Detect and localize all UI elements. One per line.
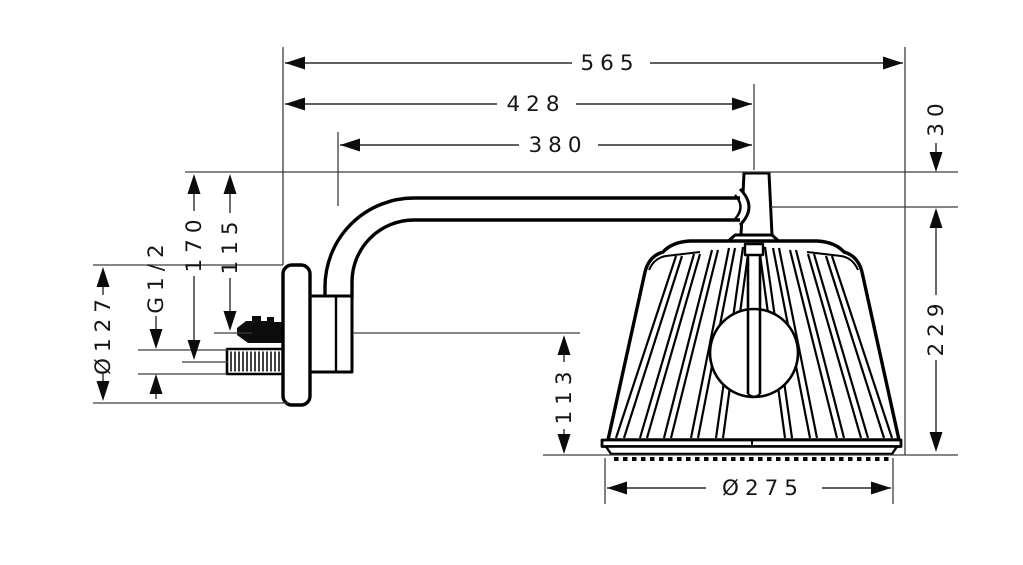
shower-arm-pipe	[323, 196, 740, 298]
dim-label-head-drop: 229	[924, 297, 949, 356]
supply-pipe-thread	[225, 347, 285, 376]
dim-label-escutcheon-diameter: Ø127	[91, 293, 116, 375]
dim-label-arm-length: 380	[528, 133, 587, 158]
mounting-block	[308, 294, 354, 374]
dim-label-wall-upper: 115	[218, 215, 243, 274]
bulb	[708, 307, 800, 399]
dim-label-thread: G1/2	[144, 238, 169, 313]
dim-head-rise-30: 30	[924, 97, 949, 172]
dim-head-diameter-275: Ø275	[607, 476, 891, 501]
shower-assembly	[225, 171, 903, 461]
dim-arm-length-380: 380	[340, 133, 752, 158]
dim-below-plate-113: 113	[552, 335, 577, 454]
wall-escutcheon	[281, 263, 312, 407]
cage-rim-detail	[648, 251, 859, 271]
dim-escutcheon-diameter-127: Ø127	[91, 267, 116, 401]
dim-label-head-diameter: Ø275	[722, 476, 804, 501]
dim-to-head-axis-428: 428	[285, 92, 752, 117]
dim-overall-565: 565	[285, 51, 903, 76]
shutoff-handle	[237, 316, 289, 343]
dim-label-wall-lower: 170	[182, 213, 207, 272]
dimensions: 565 428 380 30 229	[91, 51, 949, 501]
spray-plate	[600, 438, 903, 461]
dim-wall-upper-115: 115	[218, 174, 243, 331]
connector-joint-detail	[734, 187, 751, 227]
dim-head-drop-229: 229	[924, 208, 949, 452]
dim-wall-lower-170: 170	[182, 174, 207, 360]
bulb-stem	[743, 242, 765, 398]
dim-thread-g12: G1/2	[144, 238, 169, 399]
dim-label-head-rise: 30	[924, 97, 949, 136]
dim-label-below-plate: 113	[552, 365, 577, 424]
dim-label-to-head-axis: 428	[506, 92, 565, 117]
reference-lines	[93, 47, 958, 504]
dim-label-overall: 565	[580, 51, 639, 76]
